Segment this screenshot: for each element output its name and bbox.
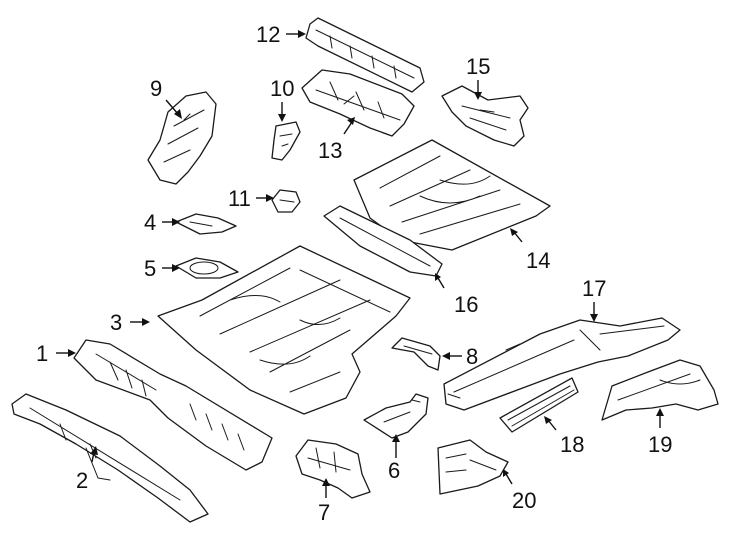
part-5-plate — [175, 257, 239, 279]
callout-7: 7 — [318, 500, 330, 525]
part-8-bracket — [391, 337, 441, 371]
callout-3: 3 — [110, 310, 122, 335]
part-15-panel — [441, 85, 529, 147]
callout-13: 13 — [318, 138, 342, 163]
part-17-rail — [443, 317, 681, 411]
part-13-crossmember — [301, 69, 415, 137]
callout-17: 17 — [582, 276, 606, 301]
part-20-bracket — [437, 439, 509, 495]
callout-5: 5 — [144, 256, 156, 281]
callout-18: 18 — [560, 432, 584, 457]
callout-14: 14 — [526, 248, 550, 273]
part-1-side-sill — [73, 339, 273, 471]
part-12-crossmember — [305, 17, 425, 93]
callout-1: 1 — [36, 341, 48, 366]
part-10-bracket — [271, 121, 301, 161]
callout-10: 10 — [270, 76, 294, 101]
callout-2: 2 — [76, 468, 88, 493]
callout-labels: 1 2 3 4 5 6 7 8 9 10 11 12 13 14 15 16 1… — [36, 22, 672, 525]
part-16-reinforcement — [323, 205, 443, 277]
part-9-side-member — [147, 91, 217, 185]
callout-leaders — [56, 30, 664, 498]
callout-16: 16 — [454, 292, 478, 317]
part-18-panel — [499, 377, 579, 433]
callout-8: 8 — [466, 344, 478, 369]
callout-11: 11 — [228, 186, 251, 211]
callout-4: 4 — [144, 210, 156, 235]
part-6-bracket — [363, 393, 429, 439]
part-14-floor-pan — [353, 139, 551, 251]
callout-6: 6 — [388, 458, 400, 483]
part-19-wheelhouse — [601, 359, 719, 421]
callout-19: 19 — [648, 432, 672, 457]
part-11-bracket — [271, 189, 301, 213]
callout-12: 12 — [256, 22, 280, 47]
part-7-mount — [295, 439, 371, 499]
callout-15: 15 — [466, 54, 490, 79]
callout-20: 20 — [512, 488, 536, 513]
callout-9: 9 — [150, 76, 162, 101]
part-3-floor-panel — [157, 245, 411, 415]
part-4-plate — [175, 213, 237, 235]
part-2-frame-rail — [11, 393, 209, 523]
